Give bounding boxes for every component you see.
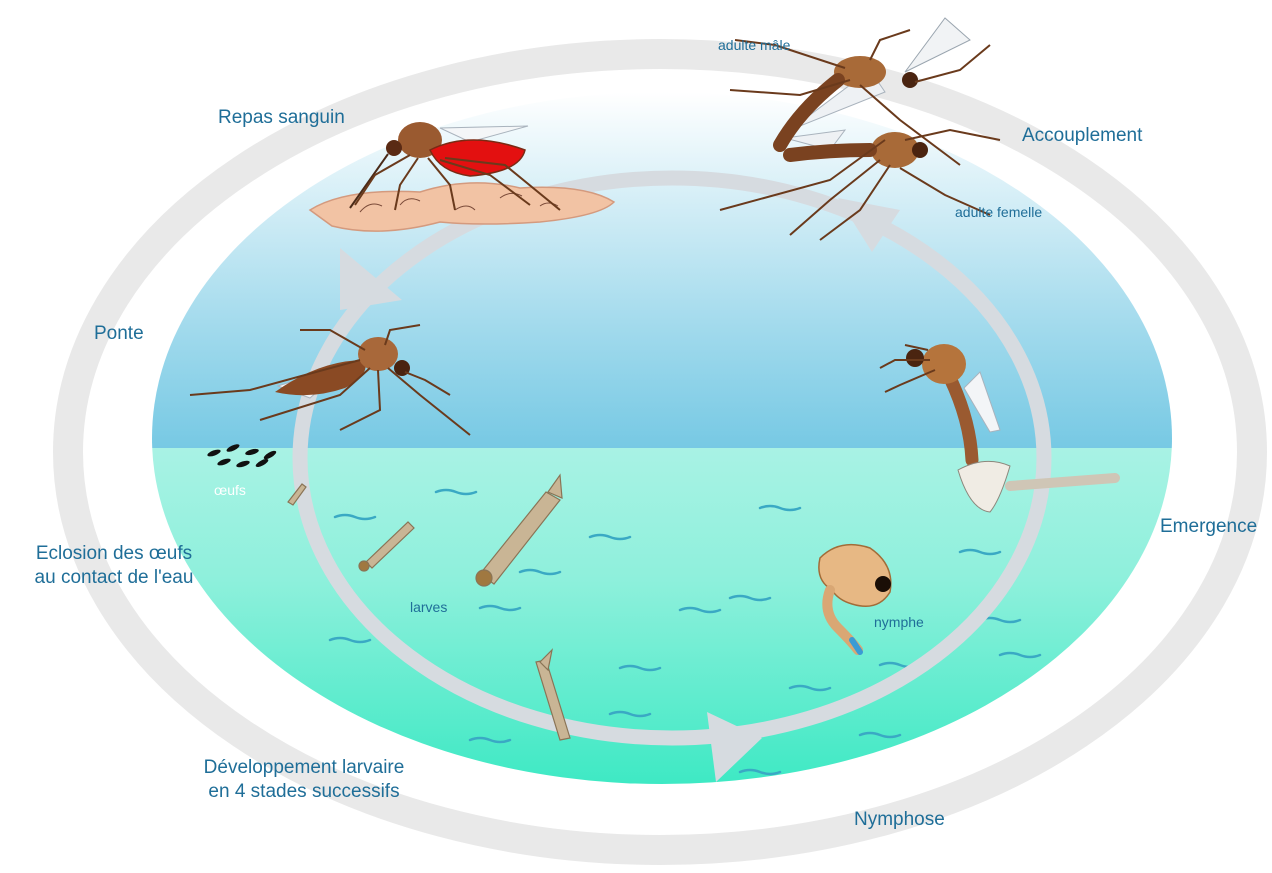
label-larves: larves [410,598,447,616]
stage-developpement: Développement larvaire en 4 stades succe… [186,756,422,804]
label-oeufs: œufs [214,481,246,499]
stage-nymphose: Nymphose [854,808,945,832]
label-nymphe: nymphe [874,613,924,631]
stage-developpement-line1: Développement larvaire [186,756,422,780]
stage-ponte: Ponte [94,322,144,346]
stage-emergence: Emergence [1160,515,1257,539]
stage-accouplement: Accouplement [1022,124,1142,148]
stage-developpement-line2: en 4 stades successifs [186,780,422,804]
stage-eclosion-line2: au contact de l'eau [12,566,216,590]
label-adulte-femelle: adulte femelle [955,203,1042,221]
stage-eclosion-line1: Eclosion des œufs [12,542,216,566]
stage-eclosion: Eclosion des œufs au contact de l'eau [12,542,216,590]
label-adulte-male: adulte mâle [718,36,790,54]
stage-repas-sanguin: Repas sanguin [218,106,345,130]
